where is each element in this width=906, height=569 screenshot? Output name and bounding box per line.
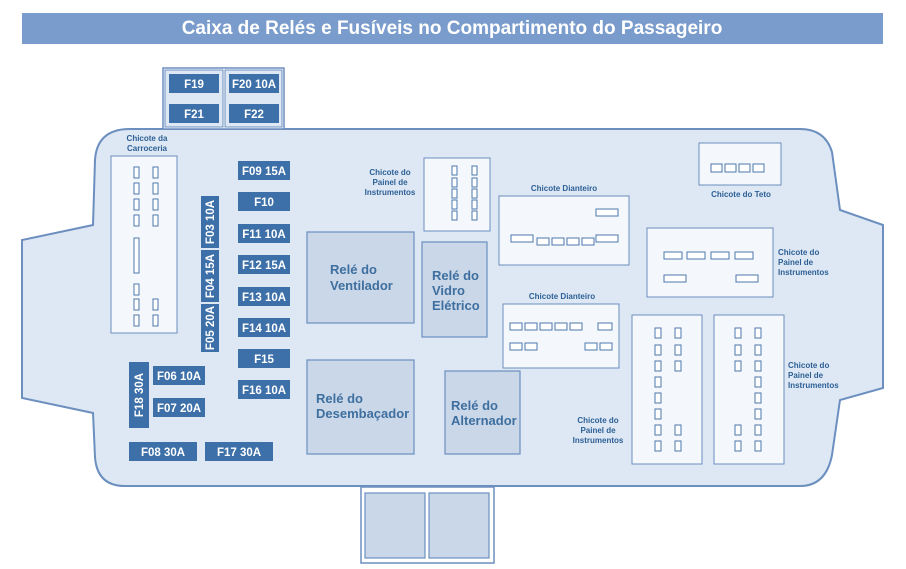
- connector-dianteiro-2: Chicote Dianteiro: [502, 292, 620, 369]
- svg-text:F10: F10: [254, 197, 274, 209]
- svg-text:Chicote do: Chicote do: [778, 248, 819, 257]
- fuse-f06: F06 10A: [153, 366, 205, 385]
- svg-text:F17 30A: F17 30A: [217, 447, 261, 459]
- svg-text:Relé do: Relé do: [432, 268, 479, 283]
- svg-text:Instrumentos: Instrumentos: [778, 268, 829, 277]
- fuse-f13: F13 10A: [238, 287, 290, 306]
- svg-text:F18 30A: F18 30A: [134, 373, 146, 417]
- svg-text:F16 10A: F16 10A: [242, 385, 286, 397]
- fuse-f10: F10: [238, 192, 290, 211]
- svg-text:F22: F22: [244, 109, 264, 121]
- svg-text:Elétrico: Elétrico: [432, 298, 480, 313]
- svg-text:Relé do: Relé do: [451, 398, 498, 413]
- relay-desembacador: Relé do Desembaçador: [306, 359, 415, 455]
- relay-alternador: Relé do Alternador: [444, 370, 521, 455]
- svg-text:Vidro: Vidro: [432, 283, 465, 298]
- fuse-f05: F05 20A: [201, 304, 219, 352]
- svg-text:F13 10A: F13 10A: [242, 292, 286, 304]
- fuse-f14: F14 10A: [238, 318, 290, 337]
- svg-text:F06 10A: F06 10A: [157, 371, 201, 383]
- fuse-f09: F09 15A: [238, 161, 290, 180]
- svg-text:Alternador: Alternador: [451, 413, 517, 428]
- svg-text:F03 10A: F03 10A: [205, 200, 217, 244]
- fuse-f16: F16 10A: [238, 380, 290, 399]
- svg-text:F12 15A: F12 15A: [242, 260, 286, 272]
- fuse-f22: F22: [229, 104, 279, 123]
- fuse-f19: F19: [169, 74, 219, 93]
- svg-text:Painel de: Painel de: [778, 258, 814, 267]
- fuse-f04: F04 15A: [201, 250, 219, 302]
- fuse-f18: F18 30A: [129, 362, 149, 428]
- svg-text:Relé do: Relé do: [330, 262, 377, 277]
- bottom-connector-block: [360, 486, 495, 564]
- svg-text:Carroceria: Carroceria: [127, 144, 168, 153]
- svg-text:Painel de: Painel de: [788, 371, 824, 380]
- relay-vidro-eletrico: Relé do Vidro Elétrico: [421, 241, 488, 338]
- fuse-f07: F07 20A: [153, 398, 205, 417]
- svg-text:Instrumentos: Instrumentos: [788, 381, 839, 390]
- svg-text:Painel de: Painel de: [580, 426, 616, 435]
- svg-text:F05 20A: F05 20A: [205, 306, 217, 350]
- connector-painel-bottom-right: Chicote do Painel de Instrumentos: [713, 314, 839, 465]
- connector-dianteiro-1: Chicote Dianteiro: [498, 184, 630, 266]
- fuse-f20: F20 10A: [229, 74, 279, 93]
- svg-text:F04 15A: F04 15A: [205, 254, 217, 298]
- fuse-f21: F21: [169, 104, 219, 123]
- svg-text:Relé do: Relé do: [316, 391, 363, 406]
- svg-text:F15: F15: [254, 354, 274, 366]
- svg-text:F07 20A: F07 20A: [157, 403, 201, 415]
- svg-text:Chicote do: Chicote do: [788, 361, 829, 370]
- fuse-f08: F08 30A: [129, 442, 197, 461]
- svg-text:F19: F19: [184, 79, 204, 91]
- fuse-f11: F11 10A: [238, 224, 290, 243]
- relay-ventilador: Relé do Ventilador: [306, 231, 415, 324]
- svg-text:Chicote Dianteiro: Chicote Dianteiro: [529, 292, 595, 301]
- svg-text:F08 30A: F08 30A: [141, 447, 185, 459]
- svg-text:F14 10A: F14 10A: [242, 323, 286, 335]
- fuse-f17: F17 30A: [205, 442, 273, 461]
- connector-carroceria: Chicote da Carroceria: [110, 134, 178, 334]
- svg-text:Chicote do: Chicote do: [369, 168, 410, 177]
- diagram-title: Caixa de Relés e Fusíveis no Compartimen…: [182, 18, 723, 39]
- svg-text:Instrumentos: Instrumentos: [573, 436, 624, 445]
- fuse-f15: F15: [238, 349, 290, 368]
- connector-painel-top: Chicote do Painel de Instrumentos: [365, 157, 491, 232]
- svg-text:Instrumentos: Instrumentos: [365, 188, 416, 197]
- svg-text:F21: F21: [184, 109, 204, 121]
- header-bar: [22, 13, 883, 44]
- svg-text:F11 10A: F11 10A: [242, 229, 285, 241]
- connector-painel-bottom-mid: Chicote do Painel de Instrumentos: [573, 314, 703, 465]
- svg-text:Chicote do: Chicote do: [577, 416, 618, 425]
- connector-teto: Chicote do Teto: [698, 142, 782, 199]
- svg-text:F09 15A: F09 15A: [242, 166, 286, 178]
- fuse-f12: F12 15A: [238, 255, 290, 274]
- svg-text:Chicote Dianteiro: Chicote Dianteiro: [531, 184, 597, 193]
- svg-text:Chicote da: Chicote da: [127, 134, 168, 143]
- svg-text:Painel de: Painel de: [372, 178, 408, 187]
- svg-text:Chicote do Teto: Chicote do Teto: [711, 190, 771, 199]
- connector-painel-right: Chicote do Painel de Instrumentos: [646, 227, 829, 298]
- svg-text:Ventilador: Ventilador: [330, 278, 393, 293]
- svg-text:Desembaçador: Desembaçador: [316, 406, 409, 421]
- svg-text:F20 10A: F20 10A: [232, 79, 276, 91]
- fuse-f03: F03 10A: [201, 196, 219, 248]
